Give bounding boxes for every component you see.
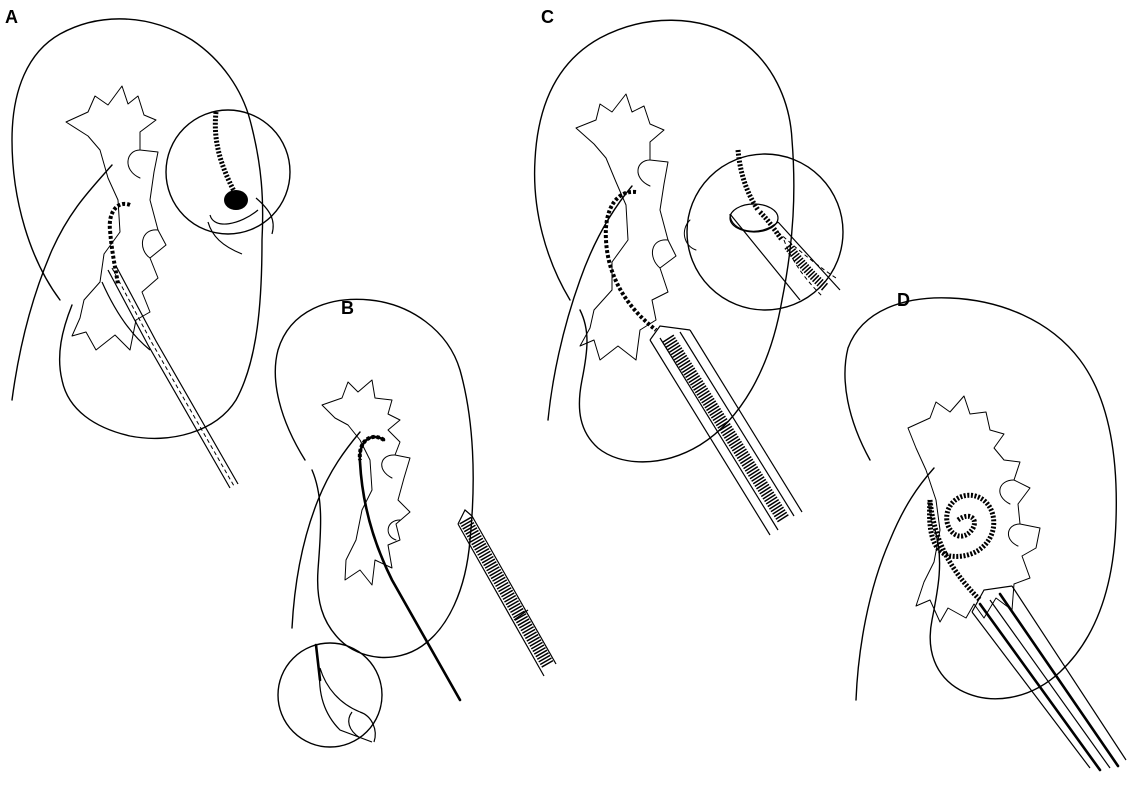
kidney-d-hilum: [856, 468, 934, 700]
sheath-c-inner-left: [660, 338, 778, 530]
inset-c-coil: [738, 150, 758, 210]
kidney-b-hilum: [292, 432, 360, 628]
guidewire-b: [360, 437, 460, 700]
calyx-c-3: [684, 220, 696, 250]
inset-a-coil: [215, 112, 236, 195]
sheath-c-inner-right: [680, 332, 794, 516]
catheter-a-left: [108, 270, 230, 488]
sheath-b: [465, 520, 548, 665]
inset-c-sheath-body-right: [778, 222, 840, 290]
sheath-b-left: [458, 524, 544, 676]
sheath-d-left: [972, 612, 1090, 768]
calyx-d-2: [1008, 524, 1020, 546]
inset-a-lumen: [224, 190, 248, 210]
sheath-c-outer-left: [650, 340, 770, 535]
kidney-b-outline: [275, 299, 473, 657]
calyx-a-1: [128, 150, 140, 178]
panel-b-label: B: [341, 298, 354, 318]
kidney-c-hilum: [548, 186, 632, 420]
collecting-system-d: [908, 396, 1040, 622]
sheath-c-core: [668, 338, 784, 520]
inset-a-tube-left: [210, 210, 258, 224]
kidney-d-outline: [845, 298, 1116, 699]
kidney-a-outline: [12, 19, 263, 439]
inset-a-tube-right: [256, 198, 273, 234]
panel-c-label: C: [541, 7, 554, 27]
kidney-c-outline: [535, 20, 794, 462]
calyx-b-2: [388, 520, 400, 540]
sheath-d-line-2: [1000, 594, 1118, 766]
calyx-d-1: [1000, 480, 1014, 504]
inset-c-dilator-coil: [788, 246, 826, 288]
calyx-b-1: [382, 455, 395, 478]
sheath-b-right: [472, 516, 556, 664]
sheath-c-outer-right: [690, 330, 802, 512]
sheath-d-inner: [990, 600, 1110, 768]
guidewire-b-tip: [360, 437, 384, 460]
panel-a-label: A: [5, 7, 18, 27]
inset-b-dilator: [320, 668, 372, 742]
collecting-system-b: [322, 380, 410, 585]
panel-b: B: [275, 298, 556, 747]
catheter-a-right: [116, 266, 238, 484]
catheter-a-lumen: [112, 268, 234, 486]
sheath-b-step: [514, 610, 528, 620]
panel-d: D: [845, 290, 1126, 770]
panel-d-label: D: [897, 290, 910, 310]
calyx-c-1: [638, 160, 650, 186]
collecting-system-c: [576, 94, 676, 360]
inset-b-circle: [278, 643, 382, 747]
kidney-a-hilum: [12, 165, 112, 400]
panel-c: C: [535, 7, 843, 535]
inset-a-tube-edge: [208, 222, 242, 254]
inset-c-inner-coil: [760, 212, 782, 240]
panel-a: A: [5, 7, 290, 488]
